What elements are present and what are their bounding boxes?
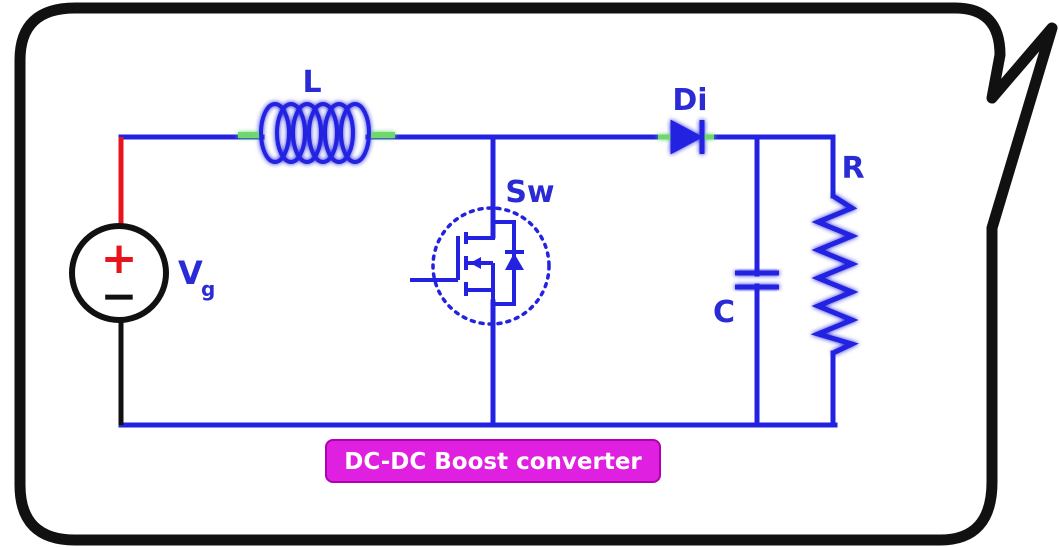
resistor — [810, 193, 859, 356]
voltage-source: + − — [69, 223, 169, 323]
resistor-label: R — [841, 151, 864, 186]
capacitor-label: C — [713, 295, 735, 330]
switch-label: Sw — [505, 175, 554, 210]
diode-label: Di — [672, 83, 707, 118]
caption-badge: DC-DC Boost converter — [325, 439, 661, 483]
source-label: V — [178, 254, 203, 292]
wires — [118, 134, 838, 428]
inductor-label: L — [302, 65, 321, 100]
inductor — [238, 102, 395, 164]
source-minus-sign: − — [101, 271, 138, 322]
mosfet-switch — [410, 206, 551, 326]
source-label-sub: g — [201, 277, 215, 301]
caption-text: DC-DC Boost converter — [344, 449, 642, 475]
diode — [658, 119, 714, 155]
source-plus-sign: + — [101, 233, 138, 284]
capacitor — [735, 270, 779, 290]
